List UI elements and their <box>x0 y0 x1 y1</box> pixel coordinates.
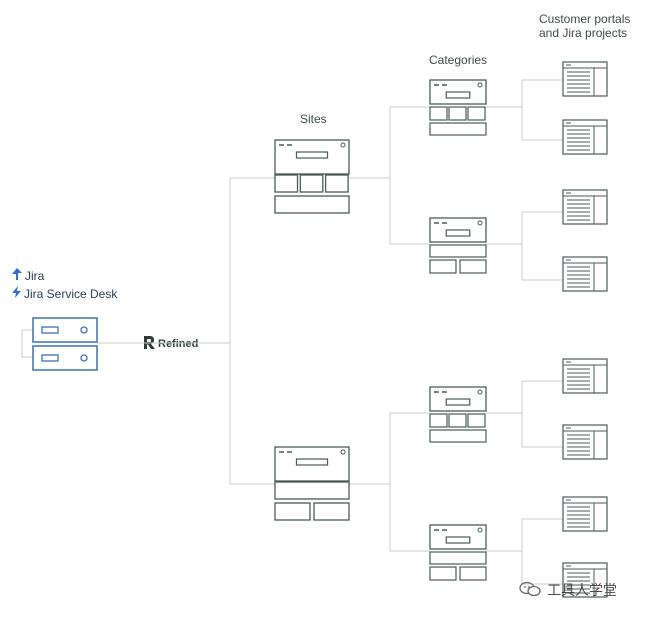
category-tile <box>467 413 486 428</box>
header-button <box>477 527 483 533</box>
portal-8 <box>562 562 608 598</box>
browser-header <box>429 524 487 550</box>
connector-lines <box>21 79 563 585</box>
category-tile <box>448 106 467 121</box>
portals-heading-line1: Customer portals <box>539 12 631 26</box>
category-banner <box>429 244 487 258</box>
portal-frame <box>562 496 608 532</box>
search-bar <box>445 398 471 406</box>
portal-5 <box>562 358 608 394</box>
server-body <box>32 317 98 343</box>
site-1 <box>274 139 350 214</box>
header-button <box>477 389 483 395</box>
category-tile <box>467 106 486 121</box>
server-bracket <box>21 329 33 358</box>
browser-header <box>274 446 350 482</box>
lightning-icon <box>12 286 21 301</box>
category-tile <box>429 413 448 428</box>
site-tile <box>274 174 299 193</box>
service-desk-label: Jira Service Desk <box>24 286 118 301</box>
header-button <box>477 220 483 226</box>
server-led <box>80 326 88 334</box>
site-tile <box>324 174 349 193</box>
category-banner <box>429 122 487 136</box>
portal-frame <box>562 61 608 97</box>
portal-3 <box>562 189 608 225</box>
site-tile <box>313 502 350 521</box>
portal-nodes <box>562 61 608 598</box>
server-unit-1 <box>32 317 98 343</box>
category-1 <box>429 79 487 136</box>
header-button <box>340 449 346 455</box>
portal-frame <box>562 189 608 225</box>
sites-heading: Sites <box>300 112 327 126</box>
watermark-text: 工具人学堂 <box>547 582 617 598</box>
site-2 <box>274 446 350 521</box>
server-led <box>80 354 88 362</box>
site-tile <box>299 174 324 193</box>
portal-1 <box>562 61 608 97</box>
categories-heading: Categories <box>429 53 488 67</box>
category-tile <box>429 566 457 581</box>
portal-2 <box>562 119 608 155</box>
category-tile <box>459 259 487 274</box>
site-banner <box>274 195 350 214</box>
portal-frame <box>562 424 608 460</box>
portals-heading-line2: and Jira projects <box>539 26 628 40</box>
search-bar <box>445 536 471 544</box>
portal-frame <box>562 256 608 292</box>
header-button <box>340 142 346 148</box>
jira-label: Jira <box>25 268 45 283</box>
category-4 <box>429 524 487 581</box>
header-button <box>477 82 483 88</box>
category-nodes <box>429 79 487 581</box>
service-desk-product: Jira Service Desk <box>12 286 117 301</box>
category-3 <box>429 386 487 443</box>
refined-label: Refined <box>158 338 199 350</box>
server-slot <box>41 354 59 362</box>
category-2 <box>429 217 487 274</box>
category-tile <box>429 259 457 274</box>
jira-servers <box>32 317 98 371</box>
category-banner <box>429 551 487 565</box>
search-bar <box>445 91 471 99</box>
site-banner <box>274 481 350 500</box>
portal-frame <box>562 119 608 155</box>
search-bar <box>445 229 471 237</box>
server-unit-2 <box>32 345 98 371</box>
jira-bolt-icon <box>12 268 22 283</box>
browser-header <box>274 139 350 175</box>
category-tile <box>459 566 487 581</box>
refined-brand: Refined <box>141 336 201 352</box>
portal-7 <box>562 496 608 532</box>
category-banner <box>429 429 487 443</box>
category-tile <box>448 413 467 428</box>
wechat-chat-icon <box>519 581 541 600</box>
watermark: 工具人学堂 <box>519 580 617 600</box>
site-tile <box>274 502 311 521</box>
server-slot <box>41 326 59 334</box>
search-bar <box>295 151 329 159</box>
portal-6 <box>562 424 608 460</box>
search-bar <box>295 458 329 466</box>
portal-frame <box>562 358 608 394</box>
server-body <box>32 345 98 371</box>
site-nodes <box>274 139 350 521</box>
jira-product: Jira <box>12 268 44 283</box>
category-tile <box>429 106 448 121</box>
portal-4 <box>562 256 608 292</box>
